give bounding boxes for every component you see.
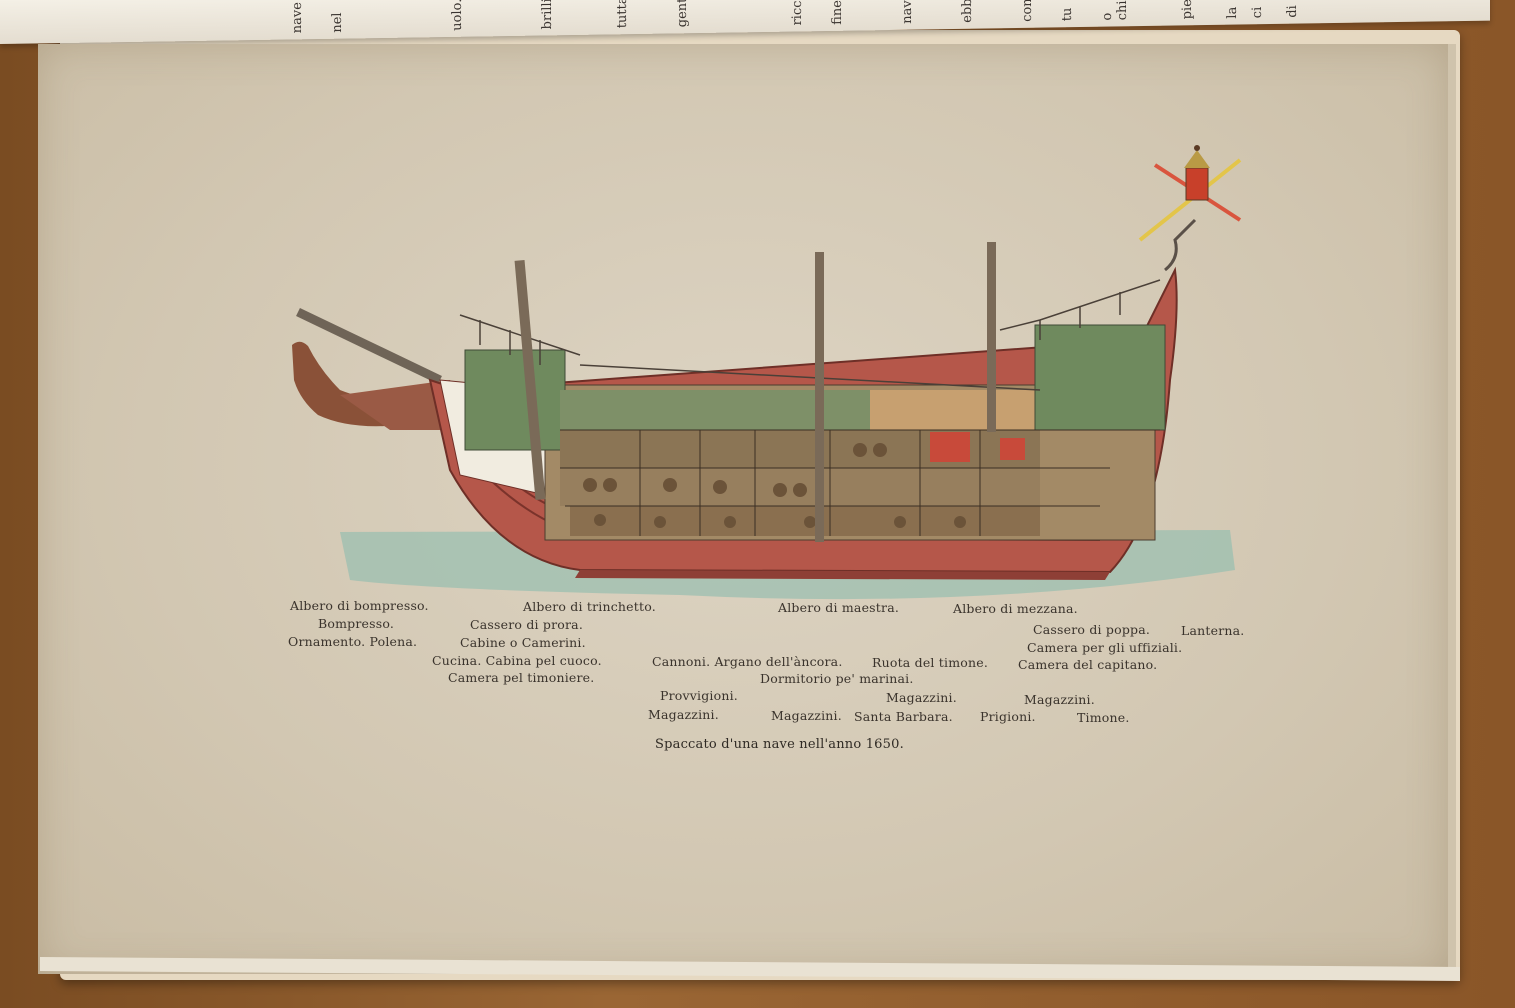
label-camera-timoniere: Camera pel timoniere. [448, 670, 595, 685]
label-santa-barbara: Santa Barbara. [854, 709, 953, 724]
foremast [514, 260, 546, 500]
red-cargo [930, 432, 1025, 462]
facing-page-text: brilliante [540, 0, 555, 30]
facing-page-text: la [1225, 6, 1240, 19]
label-timone: Timone. [1077, 710, 1130, 725]
label-ruota-timone: Ruota del timone. [872, 655, 989, 670]
label-cassero-poppa: Cassero di poppa. [1033, 622, 1151, 637]
keel [575, 570, 1110, 580]
cargo-barrels [583, 443, 966, 528]
mizzenmast [987, 242, 996, 432]
label-magazzini: Magazzini. [886, 690, 957, 705]
facing-page-text: di [1285, 5, 1300, 18]
ship-cross-section-illustration [292, 145, 1242, 600]
facing-page-text: o chiamo [1100, 0, 1130, 21]
facing-page-text: ebbe [960, 0, 975, 23]
label-cucina: Cucina. Cabina pel cuoco. [432, 653, 602, 668]
railings [459, 279, 1161, 391]
label-magazzini: Magazzini. [771, 708, 842, 723]
forecastle-interior [464, 349, 566, 451]
stern-castle [1034, 324, 1166, 431]
label-bompresso: Bompresso. [318, 616, 395, 631]
facing-page-text: tu [1060, 7, 1075, 22]
facing-page-text: ricca [790, 0, 805, 26]
label-provvigioni: Provvigioni. [660, 688, 738, 703]
deck-divisions [560, 429, 1160, 536]
label-albero-maestra: Albero di maestra. [778, 600, 900, 615]
label-ornamento-polena: Ornamento. Polena. [288, 634, 418, 649]
facing-page-text: uolo. [450, 0, 465, 31]
facing-page-text: ci [1250, 6, 1265, 19]
lantern-bracket [1164, 218, 1197, 272]
facing-page-text: nava [900, 0, 915, 24]
label-magazzini: Magazzini. [1024, 692, 1095, 707]
label-cabine: Cabine o Camerini. [460, 635, 586, 650]
label-camera-ufficiali: Camera per gli uffiziali. [1027, 640, 1183, 655]
label-dormitorio: Dormitorio pe' marinai. [760, 671, 914, 686]
label-albero-trinchetto: Albero di trinchetto. [523, 599, 656, 614]
label-camera-capitano: Camera del capitano. [1018, 657, 1158, 672]
label-lanterna: Lanterna. [1181, 623, 1245, 638]
facing-page-text: piec [1180, 0, 1195, 20]
facing-page-text: nel [330, 12, 345, 33]
mainmast [815, 252, 824, 542]
facing-page-text: nave [290, 2, 305, 34]
facing-page-text: tutta [615, 0, 630, 29]
label-albero-mezzana: Albero di mezzana. [953, 601, 1078, 616]
facing-page-text: gente [675, 0, 690, 28]
label-cassero-prora: Cassero di prora. [470, 617, 583, 632]
label-cannoni: Cannoni. Argano dell'àncora. [652, 654, 843, 669]
label-magazzini: Magazzini. [648, 707, 719, 722]
facing-page-text: condu. [1020, 0, 1035, 22]
facing-page-text: fine [830, 0, 845, 25]
upper-deck-aft [870, 390, 1040, 430]
label-albero-bompresso: Albero di bompresso. [290, 598, 429, 613]
label-prigioni: Prigioni. [980, 709, 1036, 724]
bowsprit [296, 307, 442, 385]
figure-caption: Spaccato d'una nave nell'anno 1650. [655, 737, 904, 752]
stern-lantern [1138, 145, 1242, 242]
